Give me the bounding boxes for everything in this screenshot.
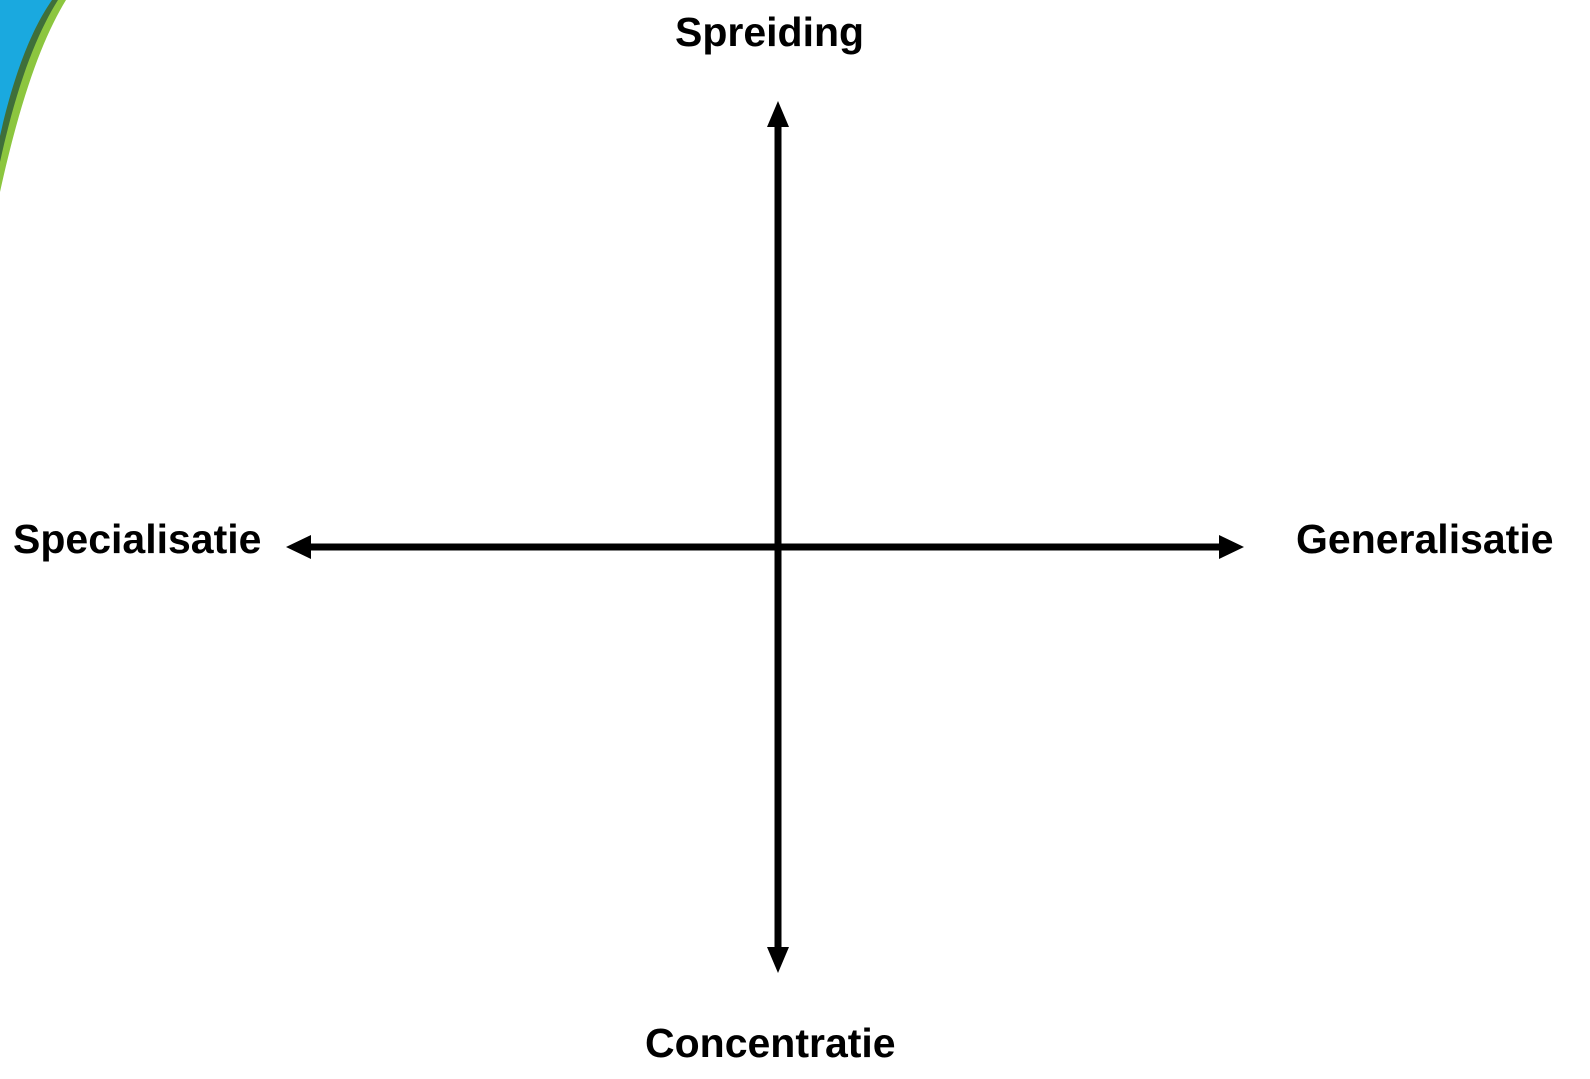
arrow-left-icon <box>286 535 311 559</box>
axis-label-left: Specialisatie <box>13 516 262 562</box>
axis-label-right: Generalisatie <box>1296 516 1554 562</box>
arrow-right-icon <box>1219 535 1244 559</box>
arrow-down-icon <box>767 947 789 973</box>
corner-swoosh-decoration <box>0 0 66 192</box>
axis-label-top: Spreiding <box>675 9 865 55</box>
axis-label-bottom: Concentratie <box>645 1020 896 1066</box>
arrow-up-icon <box>767 101 789 127</box>
